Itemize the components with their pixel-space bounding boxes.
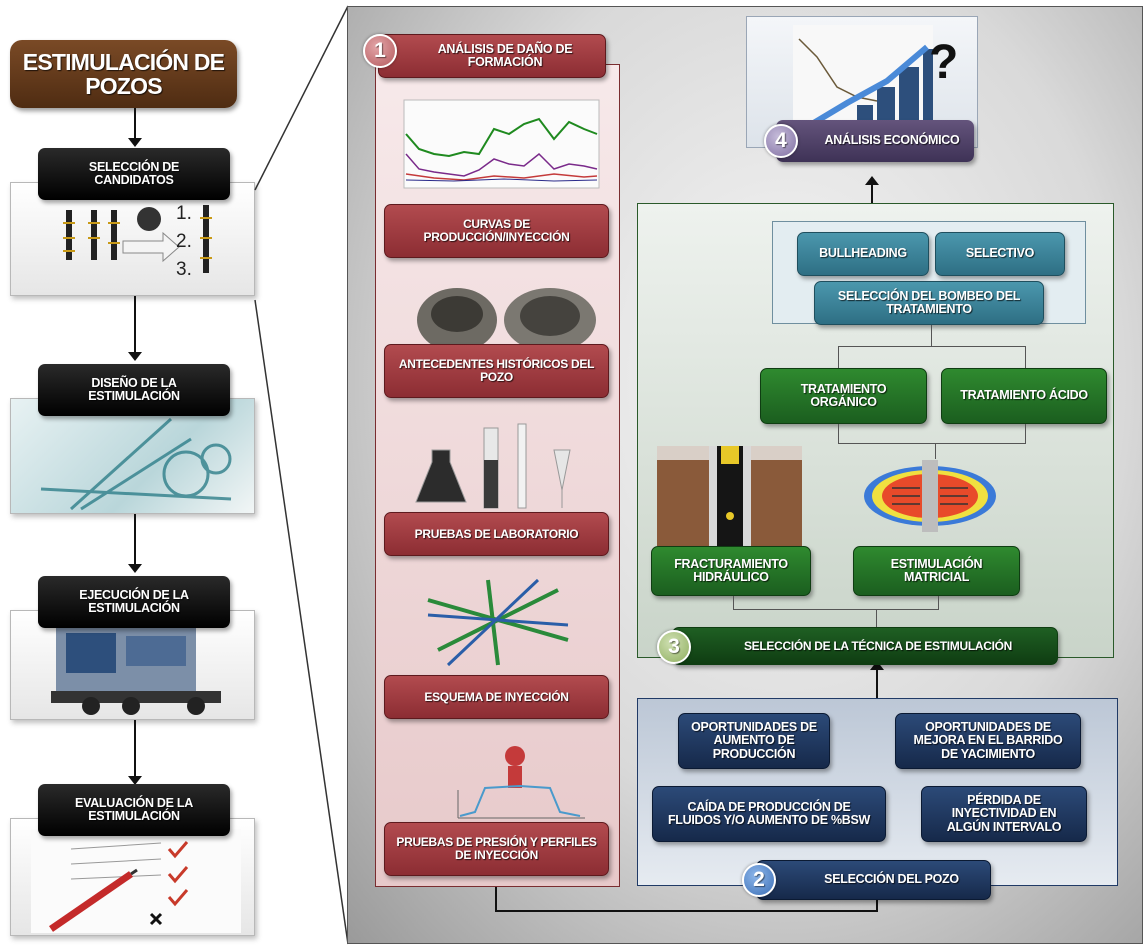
well-history-image [412,282,602,354]
criterion-sweep-improvement: OPORTUNIDADES DE MEJORA EN EL BARRIDO DE… [895,713,1081,769]
connector-s2-to-s3 [876,668,878,698]
arrow-down-icon [128,138,142,147]
technique-hydraulic-fracturing: FRACTURAMIENTO HIDRÁULICO [651,546,811,596]
matrix-wellbore-graphic [864,460,996,532]
arrow-up-icon [865,176,879,185]
item-production-curves: CURVAS DE PRODUCCIÓN/INYECCIÓN [384,204,609,258]
question-mark-icon: ? [929,36,959,89]
pressure-tests-image [440,742,590,820]
badge-1: 1 [363,34,397,68]
connector-acid-up [1025,346,1026,368]
damaged-pipes-graphic [417,288,596,352]
badge-3: 3 [657,630,691,664]
connector-tech-to-title [876,609,877,627]
matrix-stimulation-image [862,460,998,532]
item-injection-scheme: ESQUEMA DE INYECCIÓN [384,675,609,719]
connector-pump-split [838,346,1025,347]
zoom-callout-lines [254,5,349,945]
fracture-wellbore-graphic [657,446,802,546]
item-well-history: ANTECEDENTES HISTÓRICOS DEL POZO [384,344,609,398]
option-selective: SELECTIVO [935,232,1065,276]
design-drawing-graphic [40,417,232,511]
economic-analysis-title: ANÁLISIS ECONÓMICO [776,120,974,162]
arrow-up-icon [870,661,884,670]
production-curve-graphic [403,99,600,189]
badge-4: 4 [764,124,798,158]
connector-col1-down [495,887,497,912]
injection-scheme-image [418,570,578,670]
pressure-test-graphic [457,746,585,819]
item-lab-tests: PRUEBAS DE LABORATORIO [384,512,609,556]
economic-analysis-image: ? [746,16,978,148]
treatment-organic: TRATAMIENTO ORGÁNICO [760,368,927,424]
connector-matricial-up [935,443,936,459]
connector-pump-down [931,325,932,347]
connector-frac-down [733,596,734,610]
well-selection-title: SELECCIÓN DEL POZO [756,860,991,900]
hydraulic-fracture-image [657,446,802,546]
technique-selection-title: SELECCIÓN DE LA TÉCNICA DE ESTIMULACIÓN [672,627,1058,665]
technique-matrix-stimulation: ESTIMULACIÓN MATRICIAL [853,546,1020,596]
criterion-injectivity-loss: PÉRDIDA DE INYECTIVIDAD EN ALGÚN INTERVA… [921,786,1087,842]
main-title: ESTIMULACIÓN DE POZOS [10,40,237,108]
injection-pattern-graphic [427,578,569,667]
pumping-selection: SELECCIÓN DEL BOMBEO DEL TRATAMIENTO [814,281,1044,325]
connector-organic-down [838,424,839,444]
arrow-down-icon [128,352,142,361]
arrow-down-icon [128,564,142,573]
connector-acid-down [1025,424,1026,444]
connector-bottom [495,910,877,912]
step-stimulation-execution: EJECUCIÓN DE LA ESTIMULACIÓN [38,576,230,628]
connector-organic-up [838,346,839,368]
evaluation-image [10,818,255,936]
step-candidate-selection: SELECCIÓN DE CANDIDATOS [38,148,230,200]
step-stimulation-design: DISEÑO DE LA ESTIMULACIÓN [38,364,230,416]
lab-glassware-graphic [415,423,571,509]
rank-1-label: 1. [176,203,192,224]
connector-tech-join [733,609,938,610]
evaluation-checklist-graphic [31,829,241,933]
lab-tests-image [412,420,602,510]
criterion-production-increase: OPORTUNIDADES DE AUMENTO DE PRODUCCIÓN [678,713,830,769]
treatment-acid: TRATAMIENTO ÁCIDO [941,368,1107,424]
candidate-selection-image: 1. 2. 3. [10,182,255,296]
criterion-production-drop: CAÍDA DE PRODUCCIÓN DE FLUIDOS Y/O AUMEN… [652,786,886,842]
arrow-step1-to-step2 [134,296,136,358]
step-stimulation-evaluation: EVALUACIÓN DE LA ESTIMULACIÓN [38,784,230,836]
arrow-step3-to-step4 [134,720,136,782]
design-image [10,398,255,514]
connector-treat-join [838,443,1025,444]
item-pressure-tests: PRUEBAS DE PRESIÓN Y PERFILES DE INYECCI… [384,822,609,876]
connector-s3-to-s4 [871,182,873,203]
option-bullheading: BULLHEADING [797,232,929,276]
rank-3-label: 3. [176,259,192,280]
rank-2-label: 2. [176,231,192,252]
damage-analysis-title: ANÁLISIS DE DAÑO DE FORMACIÓN [378,34,606,78]
arrow-step2-to-step3 [134,514,136,570]
badge-2: 2 [742,863,776,897]
arrow-down-icon [128,776,142,785]
arrow-title-to-step1 [134,108,136,144]
pumping-truck-graphic [51,626,221,715]
connector-mat-down [938,596,939,610]
candidate-ranking-graphic [63,205,212,273]
production-curves-image [394,94,604,194]
